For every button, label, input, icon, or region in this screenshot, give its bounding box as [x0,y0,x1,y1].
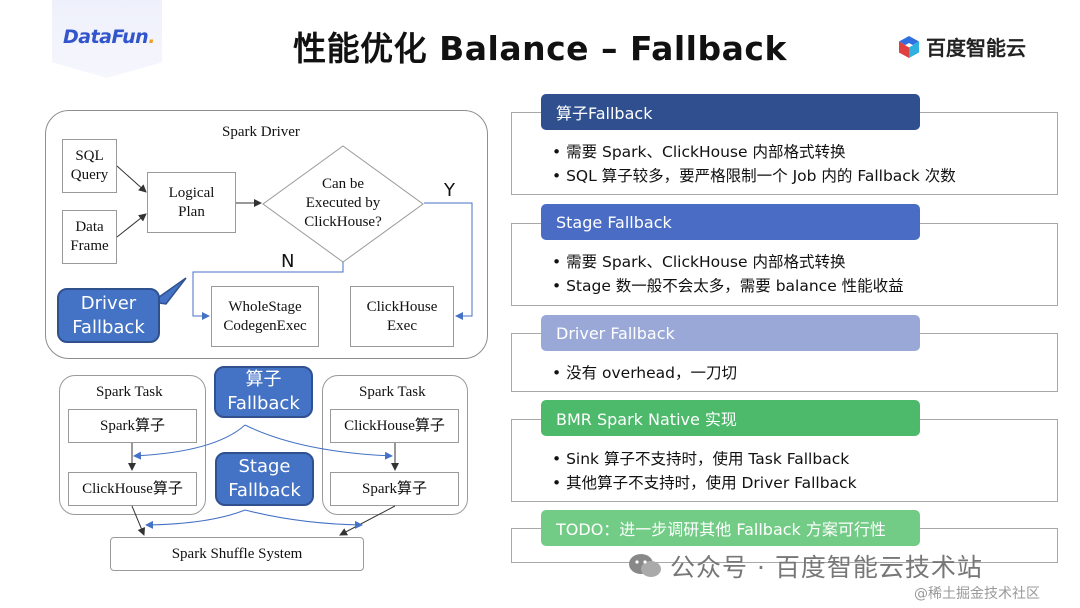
bullet: • 其他算子不支持时，使用 Driver Fallback [552,474,857,492]
baidu-cloud-logo: 百度智能云 [898,32,1026,61]
panel-title-todo: TODO：进一步调研其他 Fallback 方案可行性 [541,510,920,546]
driver-arrows [116,165,473,320]
bullet: • 需要 Spark、ClickHouse 内部格式转换 [552,143,846,161]
wechat-icon [629,554,661,577]
data-frame-box: Data Frame [62,210,117,264]
panel-title-bmr-native: BMR Spark Native 实现 [541,400,920,436]
task-arrows [128,424,399,536]
logical-plan-box: Logical Plan [147,172,236,233]
cube-logo-icon [899,35,919,58]
spark-task-right-label: Spark Task [359,384,426,400]
bullet: • 没有 overhead，一刀切 [552,364,737,382]
spark-driver-label: Spark Driver [222,124,300,140]
decision-text: Can be Executed by ClickHouse? [304,176,382,230]
clickhouse-operator-left: ClickHouse算子 [68,472,197,506]
clickhouse-exec-box: ClickHouse Exec [350,286,454,347]
spark-operator-left: Spark算子 [68,409,197,443]
spark-shuffle-system-box: Spark Shuffle System [110,537,364,571]
logo-backdrop [52,0,162,78]
clickhouse-operator-right: ClickHouse算子 [330,409,459,443]
bullet: • Stage 数一般不会太多，需要 balance 性能收益 [552,277,904,295]
wholestage-codegen-box: WholeStage CodegenExec [211,286,319,347]
stage-fallback-callout: Stage Fallback [215,452,314,506]
bullet: • Sink 算子不支持时，使用 Task Fallback [552,450,850,468]
no-label: N [281,251,295,272]
operator-fallback-callout: 算子 Fallback [214,366,313,418]
spark-task-left-label: Spark Task [96,384,163,400]
corner-watermark: @稀土掘金技术社区 [914,586,1040,602]
spark-operator-right: Spark算子 [330,472,459,506]
sql-query-box: SQL Query [62,139,117,193]
driver-fallback-callout: Driver Fallback [57,288,160,343]
bullet: • 需要 Spark、ClickHouse 内部格式转换 [552,253,846,271]
watermark: 公众号 · 百度智能云技术站 [628,548,983,584]
datafun-logo: DataFun. [63,26,155,48]
bullet: • SQL 算子较多，要严格限制一个 Job 内的 Fallback 次数 [552,167,956,185]
panel-title-operator-fallback: 算子Fallback [541,94,920,130]
yes-label: Y [444,180,455,201]
page-title: 性能优化 Balance – Fallback [293,29,787,68]
panel-title-driver-fallback: Driver Fallback [541,315,920,351]
panel-title-stage-fallback: Stage Fallback [541,204,920,240]
